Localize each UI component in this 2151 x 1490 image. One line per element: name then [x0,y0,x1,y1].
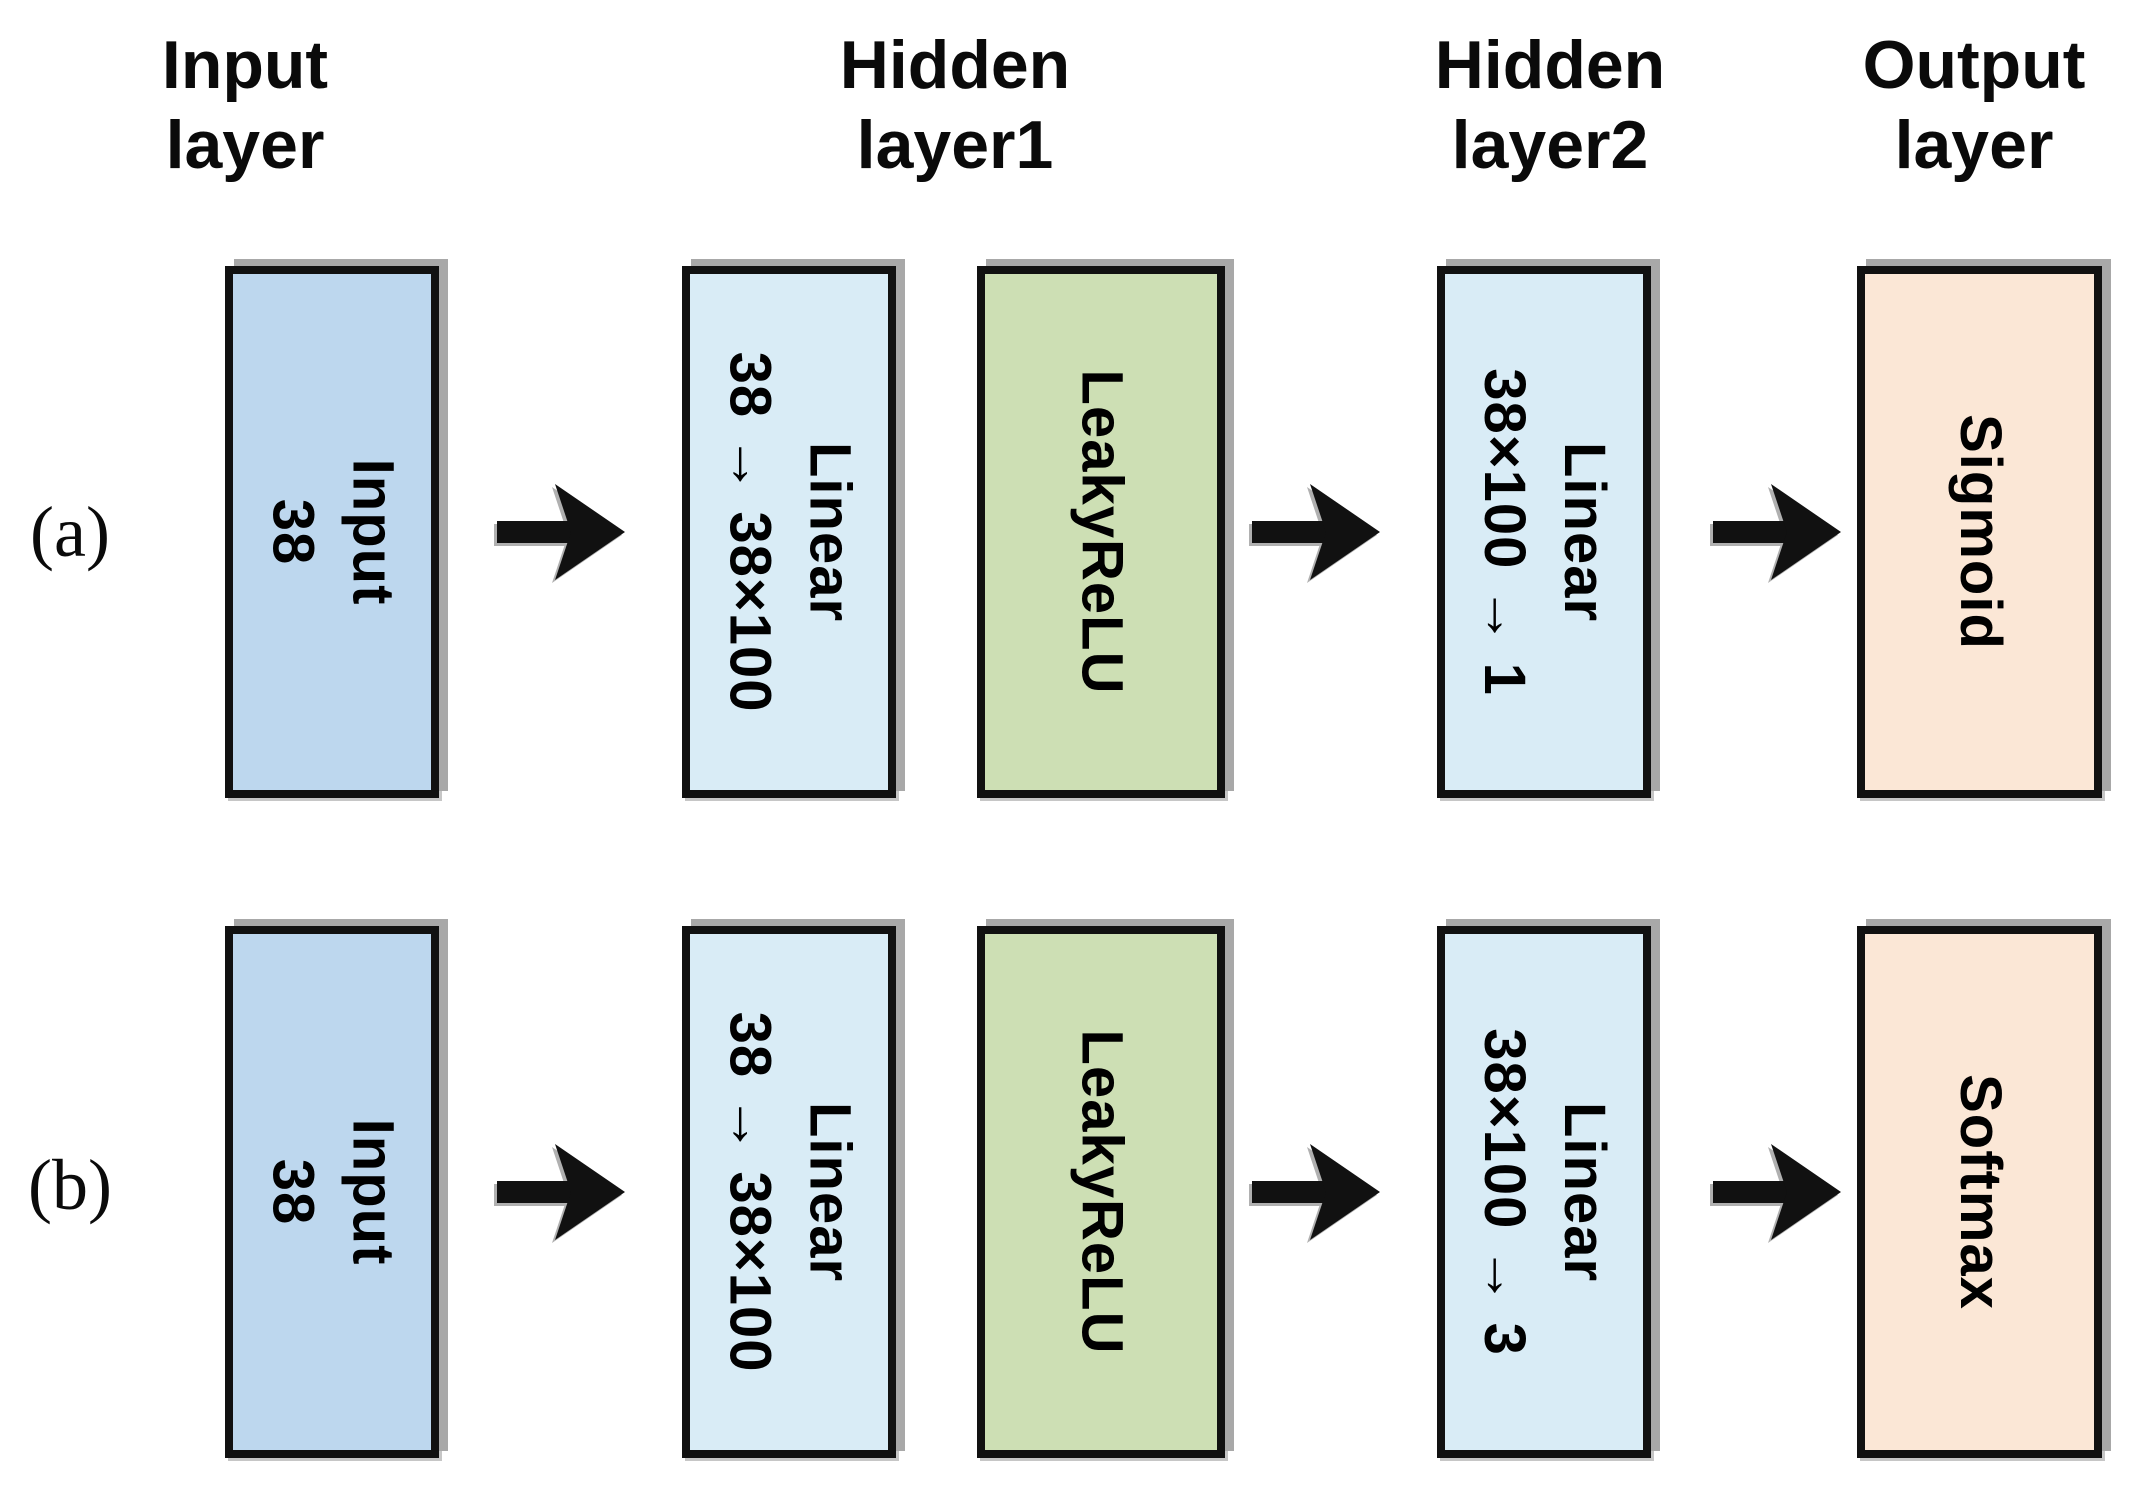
row-a-input-text: Input 38 [260,458,406,606]
row-b-input-box: Input 38 [225,926,439,1458]
flow-arrow-icon [1713,484,1841,580]
row-a-hidden1-linear-text: Linear 38 → 38×100 [717,351,863,713]
row-a-hidden1-linear-box: Linear 38 → 38×100 [682,266,896,798]
row-a-output-text: Sigmoid [1947,414,2013,650]
flow-arrow-icon [497,1144,625,1240]
row-a-hidden2-linear-text: Linear 38×100 → 1 [1472,368,1618,696]
row-b-output-text: Softmax [1947,1074,2013,1310]
row-b-hidden1-linear-box: Linear 38 → 38×100 [682,926,896,1458]
row-a-input-box: Input 38 [225,266,439,798]
header-output-layer: Output layer [1862,27,2086,183]
flow-arrow-icon [1713,1144,1841,1240]
row-b-hidden1-activation-text: LeakyReLU [1069,1029,1135,1355]
row-b-hidden2-linear-box: Linear 38×100 → 3 [1437,926,1651,1458]
flow-arrow-icon [1252,1144,1380,1240]
flow-arrow-icon [497,484,625,580]
row-b-hidden1-linear-text: Linear 38 → 38×100 [717,1011,863,1373]
header-hidden-layer2: Hidden layer2 [1434,27,1666,183]
row-a-output-box: Sigmoid [1857,266,2102,798]
row-a-hidden1-activation-text: LeakyReLU [1069,369,1135,695]
row-b-hidden1-activation-box: LeakyReLU [977,926,1225,1458]
row-a-label: (a) [30,492,110,572]
row-b-output-box: Softmax [1857,926,2102,1458]
row-a-hidden1-activation-box: LeakyReLU [977,266,1225,798]
row-b-input-text: Input 38 [260,1118,406,1266]
row-b-label: (b) [28,1145,112,1225]
header-hidden-layer1: Hidden layer1 [839,27,1071,183]
row-b-hidden2-linear-text: Linear 38×100 → 3 [1472,1028,1618,1356]
header-input-layer: Input layer [161,27,329,183]
flow-arrow-icon [1252,484,1380,580]
row-a-hidden2-linear-box: Linear 38×100 → 1 [1437,266,1651,798]
